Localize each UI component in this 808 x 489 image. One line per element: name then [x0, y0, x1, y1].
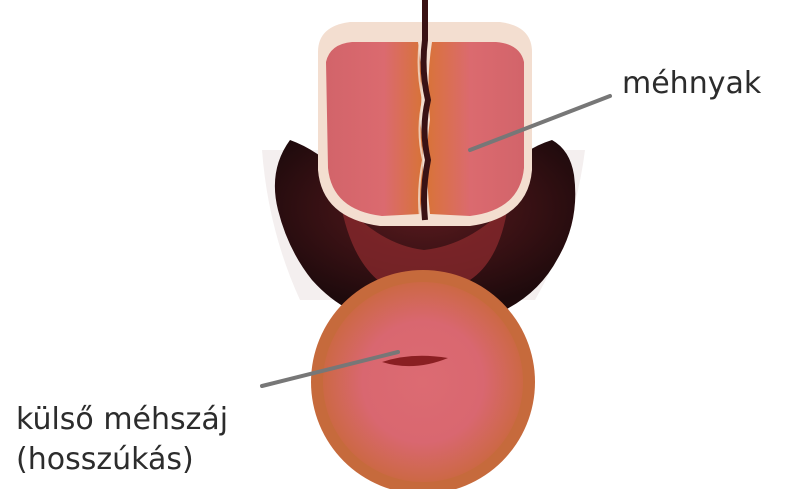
label-cervix: méhnyak	[622, 66, 761, 102]
external-os-oval-inner	[323, 282, 523, 482]
cervical-canal	[424, 0, 428, 220]
label-external-os-line2: (hosszúkás)	[16, 442, 228, 482]
cervix-right-lobe	[427, 42, 524, 216]
label-external-os: külső méhszáj (hosszúkás)	[16, 402, 228, 482]
cervix-left-lobe	[326, 42, 423, 216]
label-external-os-line1: külső méhszáj	[16, 402, 228, 442]
